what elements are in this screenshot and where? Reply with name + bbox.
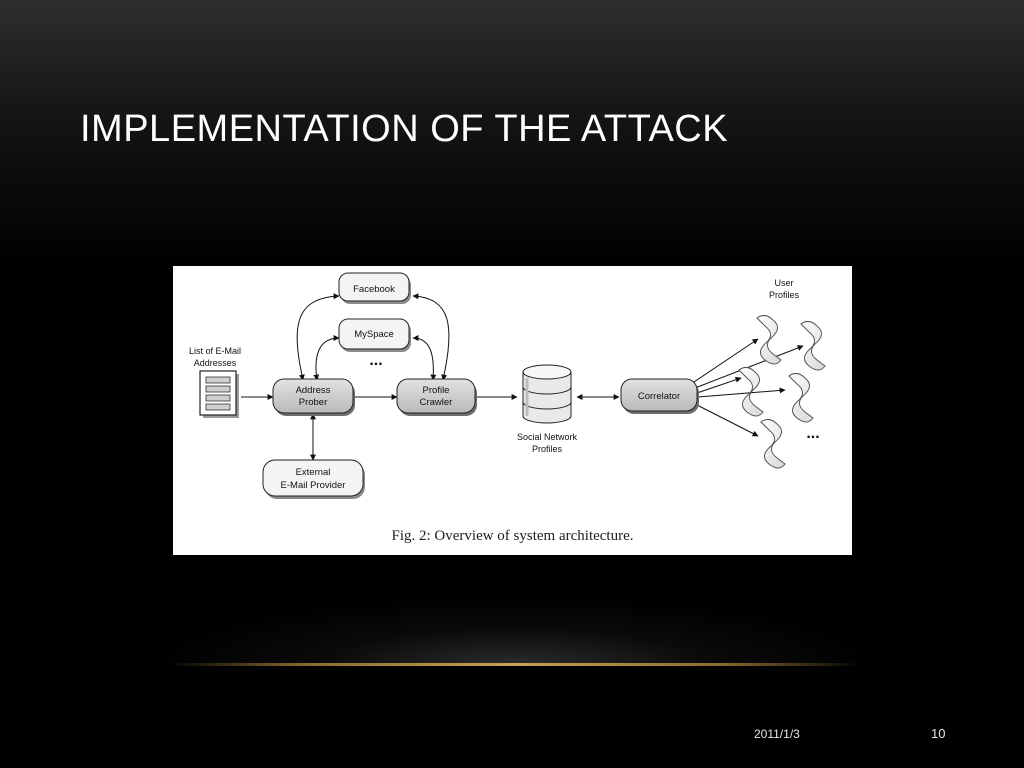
correlator-node: Correlator [620,378,699,414]
more-profiles-ellipsis: ... [806,425,819,442]
edge-correlator-profile-3 [696,376,742,394]
profile-crawler-label-line1: Profile [423,385,450,396]
edge-prober-myspace [313,335,340,381]
profile-crawler-node: Profile Crawler [396,378,477,416]
address-prober-label-line1: Address [296,385,331,396]
figure-caption: Fig. 2: Overview of system architecture. [391,528,634,544]
user-profile-scroll-icon [800,320,826,371]
myspace-label: MySpace [354,329,394,340]
myspace-node: MySpace [338,318,411,352]
edge-correlator-profile-1 [690,338,759,385]
social-db-label-line1: Social Network [517,432,578,442]
social-network-database-icon [522,364,572,424]
email-list-icon [199,370,239,418]
edge-crawler-myspace [412,335,437,381]
diagram-edges [241,293,804,461]
edge-prober-facebook [296,293,340,381]
address-prober-label-line2: Prober [299,397,328,408]
footer-divider-line [170,663,860,666]
edge-correlator-profile-4 [697,387,786,398]
user-profile-scroll-icon [760,418,786,469]
external-provider-label-line1: External [296,467,331,478]
user-profiles-label-line1: User [774,278,793,288]
architecture-diagram: List of E-Mail Addresses Facebook MySpac… [189,272,826,499]
slide-date: 2011/1/3 [754,727,800,741]
more-networks-ellipsis: ... [369,352,382,369]
external-email-provider-node: External E-Mail Provider [262,459,365,499]
email-list-label-line1: List of E-Mail [189,346,241,356]
edge-correlator-profile-5 [694,403,759,437]
slide-page-number: 10 [931,726,946,741]
profile-crawler-label-line2: Crawler [420,397,453,408]
correlator-label: Correlator [638,391,680,402]
email-list-label-line2: Addresses [194,358,237,368]
address-prober-node: Address Prober [272,378,355,416]
facebook-node: Facebook [338,272,411,304]
external-provider-label-line2: E-Mail Provider [281,480,346,491]
facebook-label: Facebook [353,284,395,295]
user-profile-scroll-icon [788,372,814,423]
edge-correlator-profile-2 [694,345,804,389]
user-profiles-label-line2: Profiles [769,290,800,300]
user-profile-scroll-icon [756,314,782,365]
edge-crawler-facebook [412,293,450,381]
footer-glow [170,600,860,666]
user-profile-scroll-icon [738,366,764,417]
social-db-label-line2: Profiles [532,444,563,454]
slide-title: IMPLEMENTATION OF THE ATTACK [80,108,729,150]
architecture-figure: List of E-Mail Addresses Facebook MySpac… [173,266,852,555]
